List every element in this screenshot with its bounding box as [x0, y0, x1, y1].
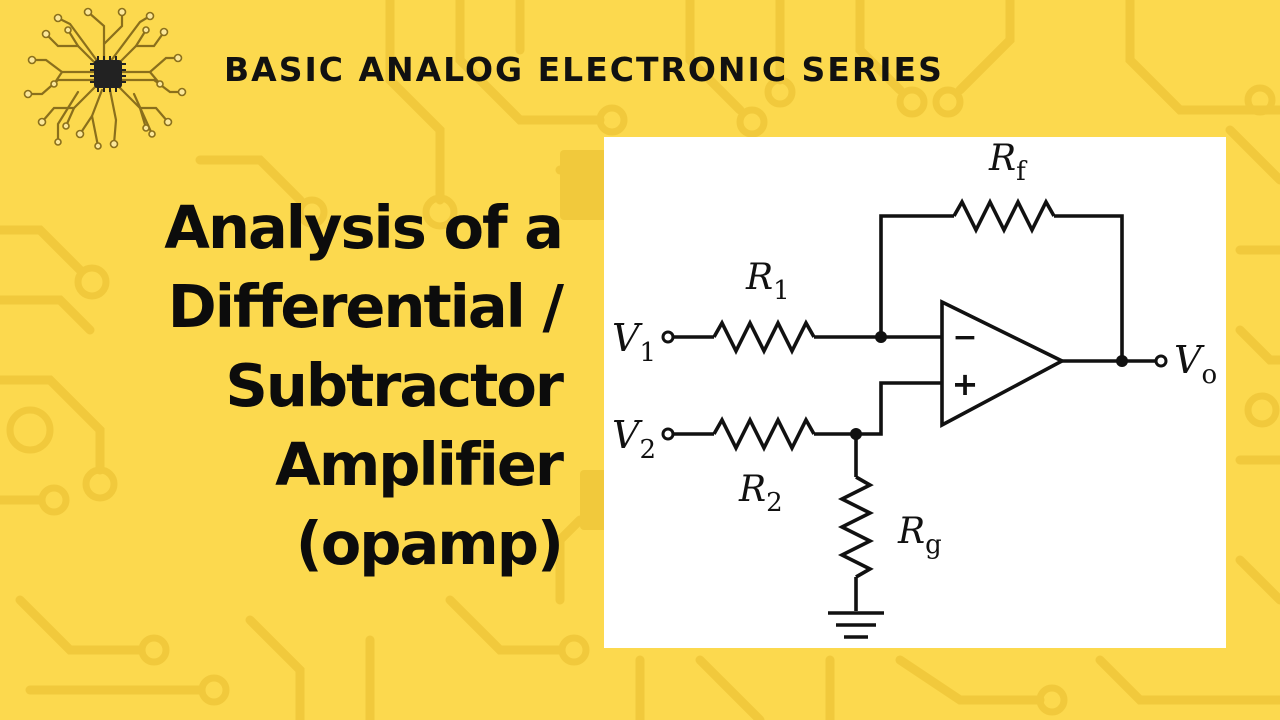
rf-resistor-icon	[952, 197, 1056, 235]
junction-dot-output	[1116, 355, 1128, 367]
label-rg: Rg	[897, 511, 942, 560]
junction-dot-inverting	[875, 331, 887, 343]
noninverting-wire	[814, 381, 942, 436]
feedback-wire-right	[1054, 214, 1124, 361]
page-title: Analysis of a Differential / Subtractor …	[2, 188, 564, 583]
noninverting-sign: +	[952, 365, 979, 403]
series-title: BASIC ANALOG ELECTRONIC SERIES	[224, 50, 944, 89]
differential-amplifier-schematic: − + V1 V2 Vo R1 Rf R2 Rg	[612, 138, 1217, 639]
title-line-1: Analysis of a	[164, 193, 564, 262]
r1-resistor-icon	[712, 318, 816, 356]
rg-resistor-icon	[837, 475, 875, 579]
feedback-wire-left	[879, 214, 954, 337]
brain-chip-logo-icon	[23, 7, 187, 150]
title-line-4: Amplifier	[275, 430, 564, 499]
vo-terminal-icon	[1154, 354, 1168, 368]
inverting-sign: −	[952, 320, 977, 355]
junction-dot-rg	[850, 428, 862, 440]
circuit-diagram-panel: − + V1 V2 Vo R1 Rf R2 Rg	[604, 137, 1226, 648]
label-v2: V2	[612, 413, 656, 465]
title-line-5: (opamp)	[295, 509, 564, 578]
opamp-triangle-icon	[940, 299, 1066, 428]
ground-icon	[828, 611, 884, 639]
title-line-3: Subtractor	[225, 351, 564, 420]
v2-terminal-icon	[661, 427, 675, 441]
r2-resistor-icon	[712, 415, 816, 453]
title-line-2: Differential /	[167, 272, 564, 341]
label-r2: R2	[738, 469, 783, 518]
label-vo: Vo	[1174, 338, 1217, 390]
label-r1: R1	[745, 257, 790, 306]
label-v1: V1	[612, 316, 656, 368]
label-rf: Rf	[988, 138, 1028, 187]
v1-terminal-icon	[661, 330, 675, 344]
